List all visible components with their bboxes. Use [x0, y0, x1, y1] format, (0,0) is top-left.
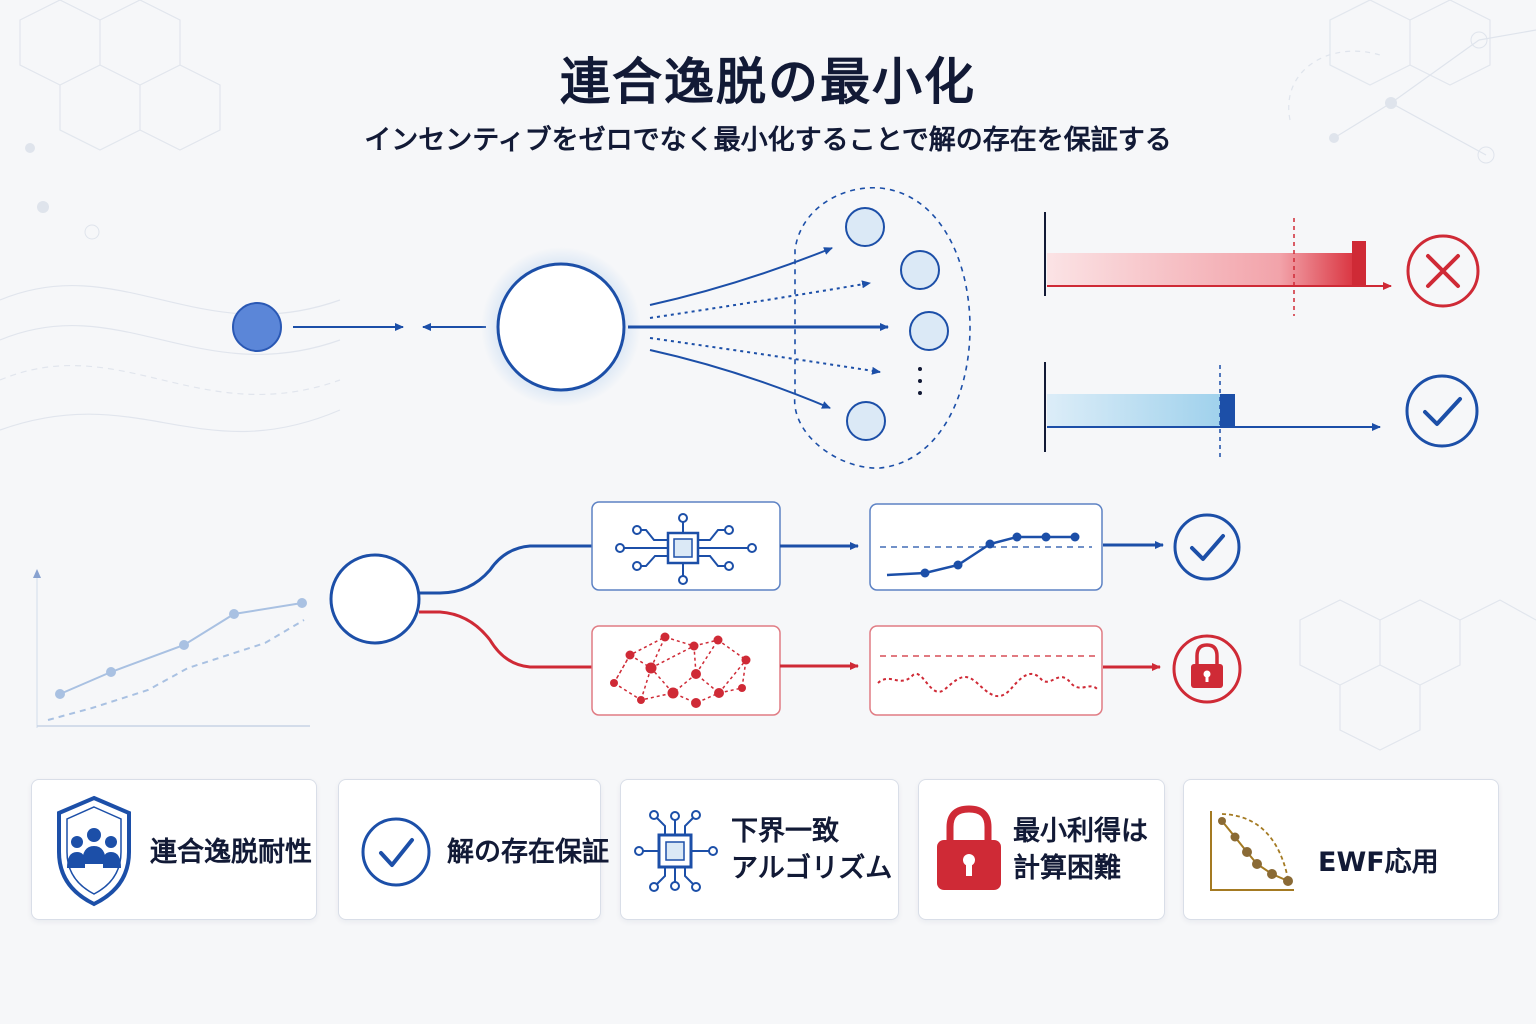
trend-chart	[33, 569, 310, 728]
member-node	[845, 207, 885, 247]
feature-label: EWF応用	[1318, 847, 1439, 878]
deviation-arrow	[649, 247, 833, 306]
check-circle-icon	[1173, 513, 1241, 581]
incentive-bar-minimized	[1047, 394, 1223, 426]
chip-icon	[615, 513, 757, 585]
feature-card-shield: 連合逸脱耐性	[31, 779, 317, 920]
feature-label: 解の存在保証	[447, 837, 609, 868]
deviation-arrow	[649, 280, 871, 319]
feature-card-chip: 下界一致 アルゴリズム	[620, 779, 899, 920]
network-box	[591, 625, 781, 716]
incentive-bar-peak	[1352, 241, 1366, 285]
member-node	[846, 401, 886, 441]
instance-node	[329, 553, 421, 645]
x-circle-icon	[1406, 234, 1480, 308]
trend-line-dashed	[47, 619, 305, 721]
curve-plot-icon	[1210, 811, 1294, 891]
padlock-icon	[937, 805, 1001, 890]
incentive-bar-zero	[1047, 253, 1357, 285]
feature-label: 下界一致	[731, 816, 839, 847]
incentive-bars	[1044, 212, 1480, 458]
feature-label: 計算困難	[1013, 853, 1121, 884]
feature-card-check: 解の存在保証	[338, 779, 609, 920]
feature-card-lock: 最小利得は 計算困難	[918, 779, 1165, 920]
padlock-icon	[1172, 634, 1242, 704]
deviation-arrow	[649, 337, 881, 375]
page-title: 連合逸脱の最小化	[560, 53, 976, 111]
feature-label: 連合逸脱耐性	[150, 837, 312, 868]
chip-icon	[634, 810, 718, 892]
feature-label: 最小利得は	[1013, 816, 1148, 847]
check-circle-icon	[1405, 374, 1479, 448]
coalition-boundary	[794, 187, 971, 469]
oscillation-box	[869, 625, 1103, 716]
oscillation-line	[877, 672, 1099, 698]
shield-people-icon	[57, 795, 131, 907]
check-circle-icon	[361, 817, 431, 887]
deviation-diagram	[232, 187, 971, 469]
feature-label: アルゴリズム	[731, 853, 893, 884]
algorithm-flow	[329, 501, 1242, 716]
incentive-bar-tip	[1220, 394, 1235, 426]
branch-blue	[419, 544, 592, 595]
feature-card-curve: EWF応用	[1183, 779, 1499, 920]
deviation-arrow	[649, 349, 831, 409]
coalition-node	[496, 262, 626, 392]
agent-node	[232, 302, 282, 352]
member-node	[900, 250, 940, 290]
member-node	[909, 311, 949, 351]
branch-red	[419, 610, 592, 669]
page-subtitle: インセンティブをゼロでなく最小化することで解の存在を保証する	[364, 125, 1172, 156]
ellipsis-dots	[918, 367, 922, 395]
